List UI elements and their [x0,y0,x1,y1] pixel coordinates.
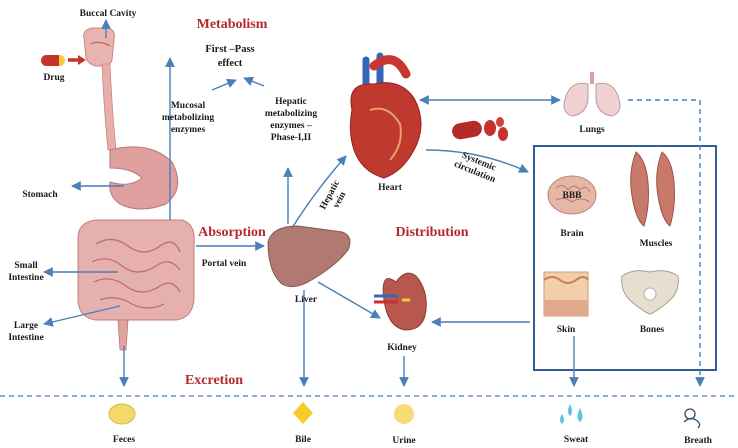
bones-icon [621,270,679,315]
heart-icon [349,52,422,179]
mucosal-label-line1: Mucosal [171,101,206,111]
liver-label: Liver [295,295,318,305]
small-intestine-label-line1: Small [14,261,38,271]
breath-icon [683,408,701,429]
muscles-icon [630,151,675,227]
tissue-box [533,145,717,371]
drug-label: Drug [43,73,64,83]
hepatic-enzymes-label-line4: Phase-I,II [271,133,312,143]
kidney-label: Kidney [387,343,417,353]
skin-label: Skin [557,325,576,335]
portal-vein-label: Portal vein [202,259,247,269]
bile-icon [293,402,313,424]
liver-icon [267,225,351,288]
flow-arrows [43,19,705,387]
heart-label: Heart [378,183,403,193]
skin-icon [543,271,589,317]
lungs-label: Lungs [579,125,605,135]
hepatic-enzymes-label-line3: enzymes – [270,121,312,131]
mucosal-label-line3: enzymes [171,125,206,135]
blood-cells-icon [452,117,508,141]
sweat-label: Sweat [564,435,589,445]
feces-icon [108,403,136,425]
excretion-heading: Excretion [185,373,243,388]
first-pass-label-line2: effect [218,58,243,69]
digestive-tract-icon [77,27,195,351]
absorption-heading: Absorption [198,225,266,240]
distribution-heading: Distribution [395,225,468,240]
buccal-cavity-label: Buccal Cavity [80,9,137,19]
hepatic-enzymes-label-line1: Hepatic [275,97,307,107]
stomach-label: Stomach [22,190,58,200]
muscles-label: Muscles [640,239,673,249]
urine-icon [394,404,414,424]
urine-label: Urine [392,436,415,446]
kidney-icon [374,272,427,331]
lungs-icon [563,72,621,117]
hepatic-enzymes-label-line2: metabolizing [265,109,317,119]
small-intestine-label-line2: Intestine [8,273,43,283]
large-intestine-label-line1: Large [14,321,38,331]
feces-label: Feces [113,435,135,445]
bile-label: Bile [295,435,311,445]
mucosal-label-line2: metabolizing [162,113,214,123]
drug-pill-icon [41,55,86,66]
sweat-icon [560,404,583,424]
bones-label: Bones [640,325,665,335]
breath-label: Breath [684,436,713,446]
metabolism-heading: Metabolism [197,17,268,32]
bbb-label: BBB [562,191,582,201]
brain-icon [547,175,597,215]
first-pass-label-line1: First –Pass [205,44,254,55]
brain-label: Brain [560,229,584,239]
large-intestine-label-line2: Intestine [8,333,43,343]
